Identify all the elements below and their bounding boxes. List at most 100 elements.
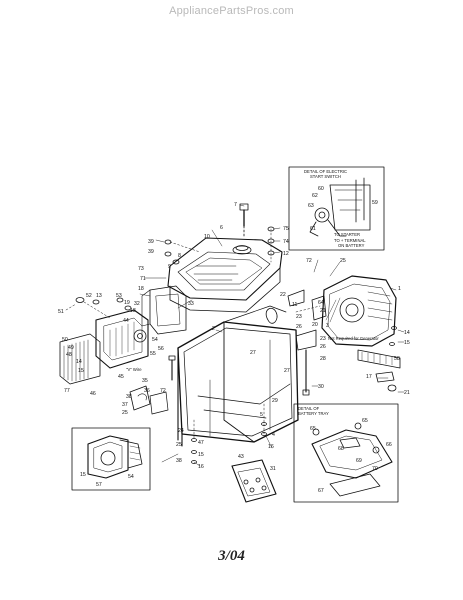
part-label-16: 16 <box>198 464 204 470</box>
alternator-detail-inset <box>71 427 151 491</box>
part-label-31: 31 <box>270 466 276 472</box>
part-label-39b: 39 <box>148 249 154 255</box>
part-label-24: 24 <box>178 428 184 434</box>
part-label-25c: 25 <box>176 442 182 448</box>
part-label-44: 44 <box>123 318 129 324</box>
part-label-28: 28 <box>320 356 326 362</box>
part-label-33: 33 <box>188 301 194 307</box>
part-label-49: 49 <box>68 345 74 351</box>
hardware-column-left <box>164 239 201 265</box>
part-label-9: 9 <box>168 264 171 270</box>
part-label-72b: 72 <box>306 258 312 264</box>
part-label-4: 4 <box>272 432 275 438</box>
leader-lines <box>139 204 405 467</box>
part-label-55: 55 <box>150 351 156 357</box>
part-label-59: 59 <box>372 200 378 206</box>
part-label-23: 23 <box>296 314 302 320</box>
part-label-36: 36 <box>144 388 150 394</box>
part-label-64: 64 <box>318 300 324 306</box>
part-label-43: 43 <box>238 454 244 460</box>
part-label-30: 30 <box>318 384 324 390</box>
part-label-50: 50 <box>62 337 68 343</box>
part-label-75: 75 <box>283 226 289 232</box>
part-label-5: 5 <box>260 412 263 418</box>
part-label-18b: 18 <box>130 308 136 314</box>
battery-tray-detail-title-2: BATTERY TRAY <box>298 411 329 416</box>
part-label-3: 3 <box>326 323 329 329</box>
detail-inset-frame <box>288 166 385 251</box>
battery-tray-detail-title-1: DETAIL OF <box>298 406 320 411</box>
part-label-15e: 15 <box>80 472 86 478</box>
part-label-8: 8 <box>178 253 181 259</box>
part-label-56: 56 <box>158 346 164 352</box>
part-label-21: 21 <box>320 308 326 314</box>
part-label-54b: 54 <box>128 474 134 480</box>
part-label-74: 74 <box>283 239 289 245</box>
part-label-61: 61 <box>310 226 316 232</box>
part-label-38b: 38 <box>176 458 182 464</box>
part-label-17: 17 <box>366 374 372 380</box>
part-label-58: 58 <box>394 356 400 362</box>
part-label-66: 66 <box>386 442 392 448</box>
part-label-29: 29 <box>272 398 278 404</box>
electric-start-switch-detail <box>288 166 385 251</box>
part-label-69: 69 <box>356 458 362 464</box>
to-terminal-label-1: TO + TERMINAL <box>334 238 366 243</box>
part-label-35: 35 <box>142 378 148 384</box>
part-label-19: 19 <box>124 300 130 306</box>
bracket-left <box>129 385 169 415</box>
battery-tray-detail <box>293 403 399 503</box>
part-label-71: 71 <box>140 276 146 282</box>
part-label-12: 12 <box>283 251 289 257</box>
engine-assembly <box>295 275 397 347</box>
part-label-14b: 14 <box>404 330 410 336</box>
part-label-60: 60 <box>318 186 324 192</box>
part-label-14: 14 <box>76 359 82 365</box>
part-label-52: 52 <box>86 293 92 299</box>
part-label-72: 72 <box>160 388 166 394</box>
part-label-46: 46 <box>90 391 96 397</box>
part-label-54: 54 <box>152 337 158 343</box>
part-label-15: 15 <box>78 368 84 374</box>
v-wire-label: "V" Wire <box>126 367 142 372</box>
alternator-hardware <box>65 297 132 319</box>
part-label-32: 32 <box>134 301 140 307</box>
part-label-37: 37 <box>122 402 128 408</box>
watermark-text: AppliancePartsPros.com <box>169 5 294 17</box>
part-label-1: 1 <box>398 286 401 292</box>
part-label-77: 77 <box>64 388 70 394</box>
part-label-57: 57 <box>96 482 102 488</box>
part-label-15b: 15 <box>404 340 410 346</box>
page-number: 3/04 <box>218 548 245 564</box>
generator-frame <box>177 305 299 447</box>
fuel-cap-bolt <box>239 203 249 239</box>
part-label-65b: 65 <box>362 418 368 424</box>
part-label-68: 68 <box>338 446 344 452</box>
control-panel-plate <box>231 459 277 503</box>
alternator-assembly <box>59 309 149 385</box>
part-label-39a: 39 <box>148 239 154 245</box>
part-label-11: 11 <box>292 302 297 308</box>
part-label-73: 73 <box>138 266 144 272</box>
part-label-47: 47 <box>198 440 204 446</box>
electric-start-detail-title-2: START SWITCH <box>310 174 341 179</box>
part-label-67: 67 <box>318 488 324 494</box>
part-label-27: 27 <box>284 368 290 374</box>
part-label-26: 26 <box>296 324 302 330</box>
part-label-18: 18 <box>138 286 144 292</box>
part-label-27b: 27 <box>250 350 256 356</box>
part-label-15d: 15 <box>198 452 204 458</box>
part-label-26b: 26 <box>320 344 326 350</box>
part-label-70: 70 <box>372 466 378 472</box>
electric-start-detail-title-1: DETAIL OF ELECTRIC <box>304 169 347 174</box>
to-terminal-label-2: ON BATTERY <box>338 243 365 248</box>
part-label-6: 6 <box>220 225 223 231</box>
fuel-line-bracket <box>265 289 317 396</box>
part-label-51: 51 <box>58 309 64 315</box>
panel-cover <box>141 285 187 335</box>
part-label-38: 38 <box>126 394 132 400</box>
fuel-tank <box>167 237 283 313</box>
part-label-2: 2 <box>212 326 215 332</box>
part-label-13: 13 <box>96 293 102 299</box>
part-label-63: 63 <box>308 203 314 209</box>
